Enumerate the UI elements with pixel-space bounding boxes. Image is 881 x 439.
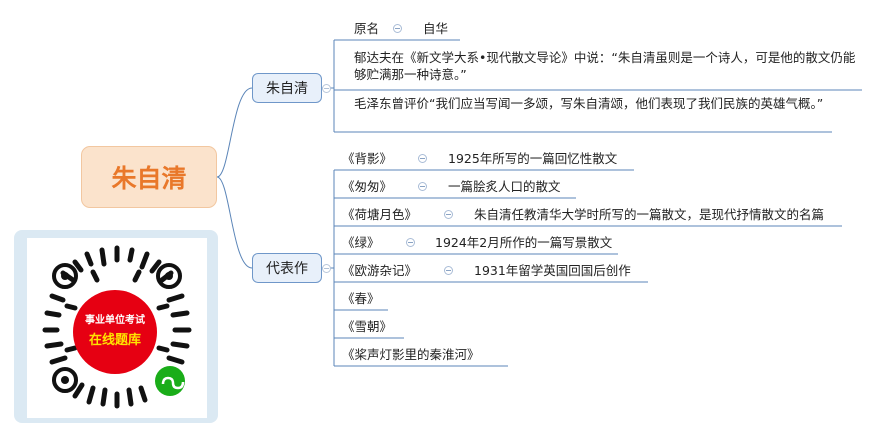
collapse-toggle-icon[interactable]: − bbox=[322, 84, 331, 93]
connector-minus-icon bbox=[418, 154, 427, 163]
work-title[interactable]: 《荷塘月色》 bbox=[342, 207, 418, 222]
branch-works[interactable]: 代表作 bbox=[252, 253, 322, 283]
connector-minus-icon bbox=[406, 238, 415, 247]
connector-minus-icon bbox=[393, 24, 402, 33]
work-title[interactable]: 《雪朝》 bbox=[342, 319, 393, 334]
work-note[interactable]: 1925年所写的一篇回忆性散文 bbox=[448, 151, 618, 166]
work-title[interactable]: 《绿》 bbox=[342, 235, 380, 250]
work-note[interactable]: 朱自清任教清华大学时所写的一篇散文，是现代抒情散文的名篇 bbox=[474, 207, 825, 222]
work-note[interactable]: 一篇脍炙人口的散文 bbox=[448, 179, 561, 194]
connector-minus-icon bbox=[444, 210, 453, 219]
work-title[interactable]: 《匆匆》 bbox=[342, 179, 393, 194]
leaf-original-name-value[interactable]: 自华 bbox=[423, 21, 449, 36]
leaf-mao-quote[interactable]: 毛泽东曾评价“我们应当写闻一多颂，写朱自清颂，他们表现了我们民族的英雄气概。” bbox=[354, 96, 824, 111]
work-note[interactable]: 1924年2月所作的一篇写景散文 bbox=[435, 235, 613, 250]
root-topic[interactable]: 朱自清 bbox=[81, 146, 217, 208]
leaf-yu-dafu-quote[interactable]: 郁达夫在《新文学大系•现代散文导论》中说：“朱自清虽则是一个诗人，可是他的散文仍… bbox=[354, 50, 856, 82]
qr-center-badge: 事业单位考试 在线题库 bbox=[73, 290, 157, 374]
work-title[interactable]: 《欧游杂记》 bbox=[342, 263, 418, 278]
work-title[interactable]: 《桨声灯影里的秦淮河》 bbox=[342, 347, 480, 362]
work-title[interactable]: 《背影》 bbox=[342, 151, 393, 166]
work-note[interactable]: 1931年留学英国回国后创作 bbox=[474, 263, 631, 278]
branch-profile[interactable]: 朱自清 bbox=[252, 73, 322, 103]
qr-title: 事业单位考试 bbox=[85, 315, 145, 326]
leaf-original-name-key[interactable]: 原名 bbox=[354, 21, 380, 36]
connector-minus-icon bbox=[418, 182, 427, 191]
qr-subtitle: 在线题库 bbox=[88, 333, 141, 348]
work-title[interactable]: 《春》 bbox=[342, 291, 380, 306]
collapse-toggle-icon[interactable]: − bbox=[322, 264, 331, 273]
connector-minus-icon bbox=[444, 266, 453, 275]
qr-pattern-icon bbox=[42, 245, 192, 409]
